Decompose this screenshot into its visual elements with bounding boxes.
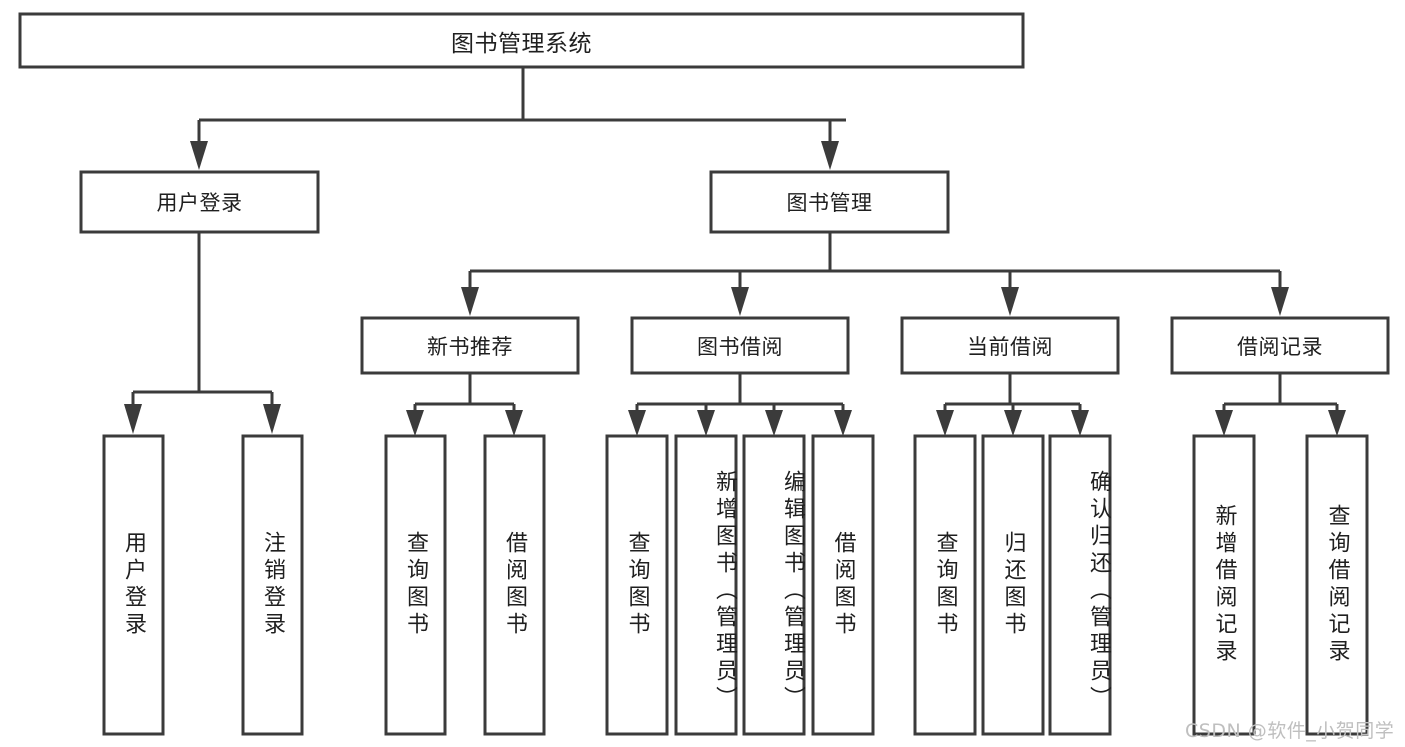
arrowhead-to-borrow-record [1271, 287, 1289, 316]
node-user-login[interactable] [79, 170, 320, 234]
arrowhead-newbook-leaf-1 [406, 410, 424, 436]
arrowhead-currentborrow-leaf-3 [1071, 410, 1089, 436]
arrowhead-to-new-book [461, 287, 479, 316]
arrowhead-currentborrow-leaf-2 [1004, 410, 1022, 436]
arrowhead-to-book-mgmt [821, 141, 839, 170]
node-leaf-book-borrow-3[interactable] [742, 434, 806, 736]
node-leaf-new-book-1[interactable] [384, 434, 447, 736]
node-current-borrow[interactable] [900, 316, 1120, 375]
node-leaf-current-borrow-2[interactable] [981, 434, 1045, 736]
arrowhead-bookborrow-leaf-1 [628, 410, 646, 436]
arrowhead-bookborrow-leaf-4 [834, 410, 852, 436]
node-book-management[interactable] [709, 170, 950, 234]
node-leaf-new-book-2[interactable] [483, 434, 546, 736]
arrowhead-borrowrecord-leaf-1 [1215, 410, 1233, 436]
arrowhead-newbook-leaf-2 [505, 410, 523, 436]
arrowhead-to-user-login [190, 141, 208, 170]
node-leaf-book-borrow-2[interactable] [674, 434, 738, 736]
node-borrow-record[interactable] [1170, 316, 1390, 375]
node-leaf-current-borrow-3[interactable] [1048, 434, 1112, 736]
node-leaf-borrow-record-1[interactable] [1192, 434, 1256, 736]
arrowhead-userlogin-leaf-2 [263, 404, 281, 434]
node-new-book-recommend[interactable] [360, 316, 580, 375]
arrowhead-bookborrow-leaf-2 [697, 410, 715, 436]
arrowhead-bookborrow-leaf-3 [765, 410, 783, 436]
node-leaf-book-borrow-4[interactable] [811, 434, 875, 736]
node-leaf-current-borrow-1[interactable] [913, 434, 977, 736]
arrowhead-borrowrecord-leaf-2 [1328, 410, 1346, 436]
arrowhead-currentborrow-leaf-1 [936, 410, 954, 436]
node-leaf-borrow-record-2[interactable] [1305, 434, 1369, 736]
node-root-system[interactable] [18, 12, 1025, 69]
node-book-borrow[interactable] [630, 316, 850, 375]
node-leaf-user-login-2[interactable] [241, 434, 304, 736]
arrowhead-to-book-borrow [731, 287, 749, 316]
arrowhead-userlogin-leaf-1 [124, 404, 142, 434]
node-leaf-book-borrow-1[interactable] [605, 434, 669, 736]
arrowhead-to-current-borrow [1001, 287, 1019, 316]
node-leaf-user-login-1[interactable] [102, 434, 165, 736]
